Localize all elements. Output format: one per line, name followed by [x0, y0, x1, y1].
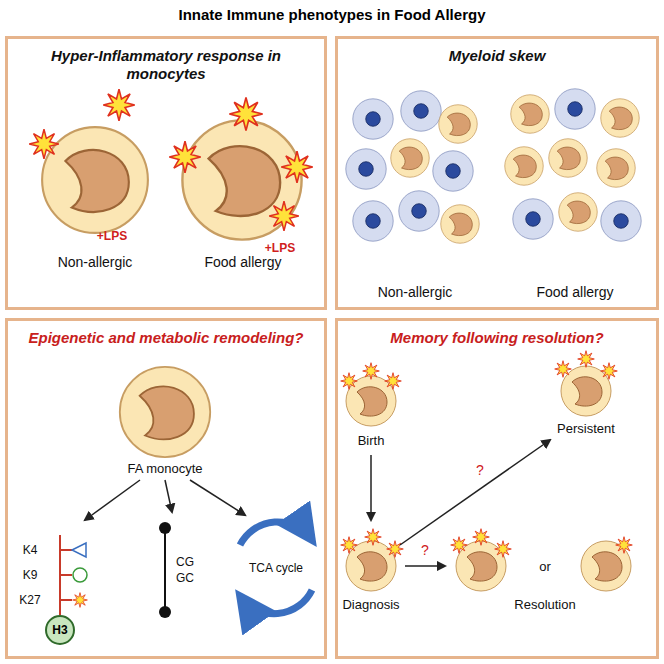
question-mark: ?: [421, 542, 429, 558]
myeloid-skew-cells: [346, 89, 641, 243]
epigenetic-illustration: [60, 367, 312, 618]
panel-heading: Myeloid skew: [348, 47, 646, 65]
panel-heading: Hyper-Inflammatory response in monocytes: [18, 47, 314, 83]
histone-label: H3: [52, 623, 67, 637]
stage-label: Resolution: [514, 597, 575, 612]
stimulus-label: +LPS: [97, 229, 127, 243]
histone-circle: H3: [45, 615, 75, 645]
cell-label: FA monocyte: [127, 461, 202, 476]
group-label: Non-allergic: [58, 254, 133, 270]
title: Innate Immune phenotypes in Food Allergy: [0, 6, 664, 23]
stage-label: Birth: [358, 433, 385, 448]
panel-box: Epigenetic and metabolic remodeling? H3: [5, 318, 327, 659]
group-label: Food allergy: [204, 254, 281, 270]
question-mark: ?: [476, 462, 484, 478]
cycle-label: TCA cycle: [249, 561, 303, 575]
memory-illustration: [341, 351, 633, 591]
group-label: Non-allergic: [378, 284, 453, 300]
stage-label: Diagnosis: [342, 597, 399, 612]
stimulus-label: +LPS: [265, 241, 295, 255]
panel-box: Myeloid skew: [335, 36, 659, 310]
panel-heading: Epigenetic and metabolic remodeling?: [18, 329, 314, 347]
histone-mark: K27: [19, 593, 40, 607]
dna-label: GC: [176, 571, 194, 585]
dna-label: CG: [176, 555, 194, 569]
connector-word: or: [539, 559, 551, 574]
group-label: Food allergy: [536, 284, 613, 300]
histone-mark: K4: [23, 543, 38, 557]
hyper-inflammatory-cells: [29, 89, 312, 239]
stage-label: Persistent: [557, 421, 615, 436]
panel-heading: Memory following resolution?: [348, 329, 646, 347]
histone-mark: K9: [23, 568, 38, 582]
